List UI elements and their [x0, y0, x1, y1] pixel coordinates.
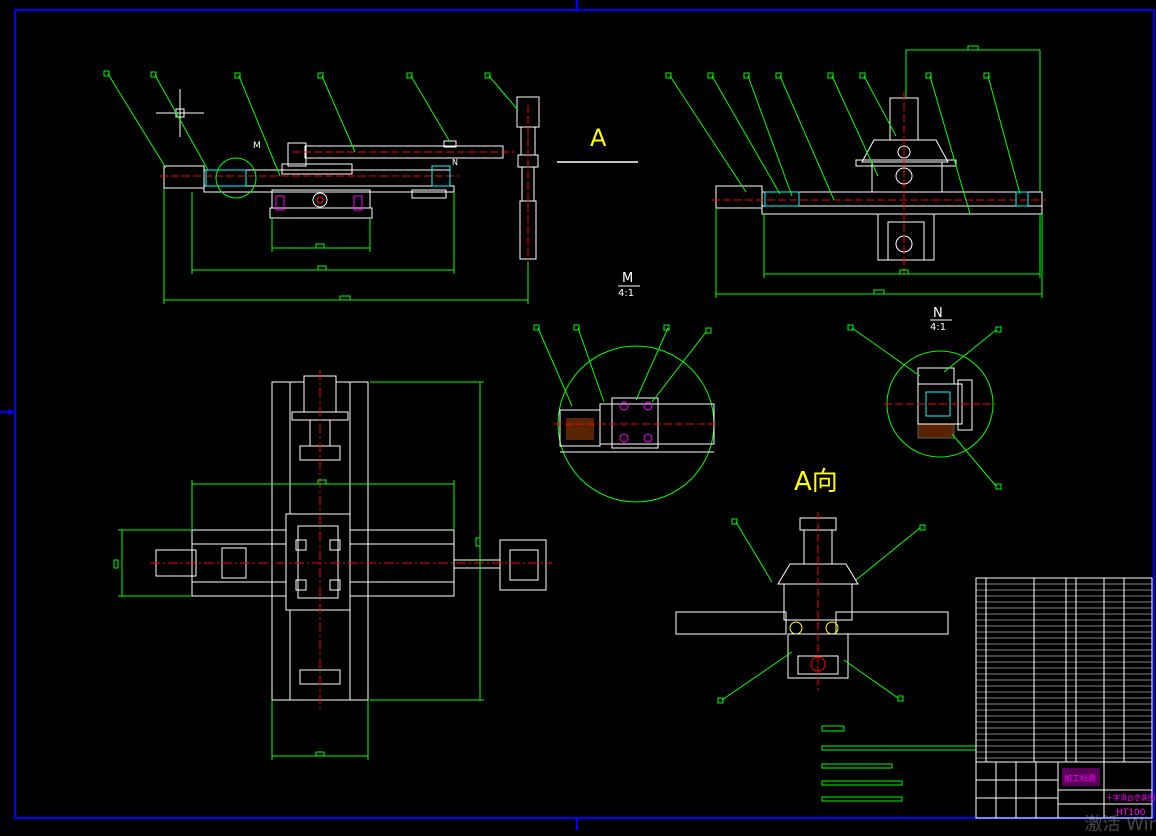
view-a-label: A — [590, 124, 607, 152]
direction-a-view — [675, 512, 949, 704]
watermark-text: 激活 Win — [1084, 814, 1156, 835]
detail-n-letter: N — [933, 306, 943, 321]
front-view: M N — [103, 70, 540, 304]
side-view — [665, 45, 1046, 298]
top-view-cross-slide — [113, 370, 552, 760]
detail-n-scale: 4:1 — [930, 322, 946, 333]
detail-m-scale: 4:1 — [618, 288, 634, 299]
direction-a-label: A向 — [794, 467, 838, 497]
company-name: 加工标题 — [1064, 773, 1096, 783]
detail-m-view — [533, 324, 716, 503]
detail-n-view — [847, 324, 1002, 490]
drawing-title: 十字滑台总装图 — [1106, 793, 1155, 802]
drawing-number: HT100 — [1116, 808, 1146, 818]
title-block: 加工标题 十字滑台总装图 HT100 — [975, 761, 1155, 819]
technical-notes — [821, 725, 977, 802]
detail-m-letter: M — [622, 271, 633, 286]
callout-n-label: N — [452, 158, 458, 167]
parts-list-table — [975, 577, 1153, 763]
callout-m-label: M — [253, 141, 261, 151]
